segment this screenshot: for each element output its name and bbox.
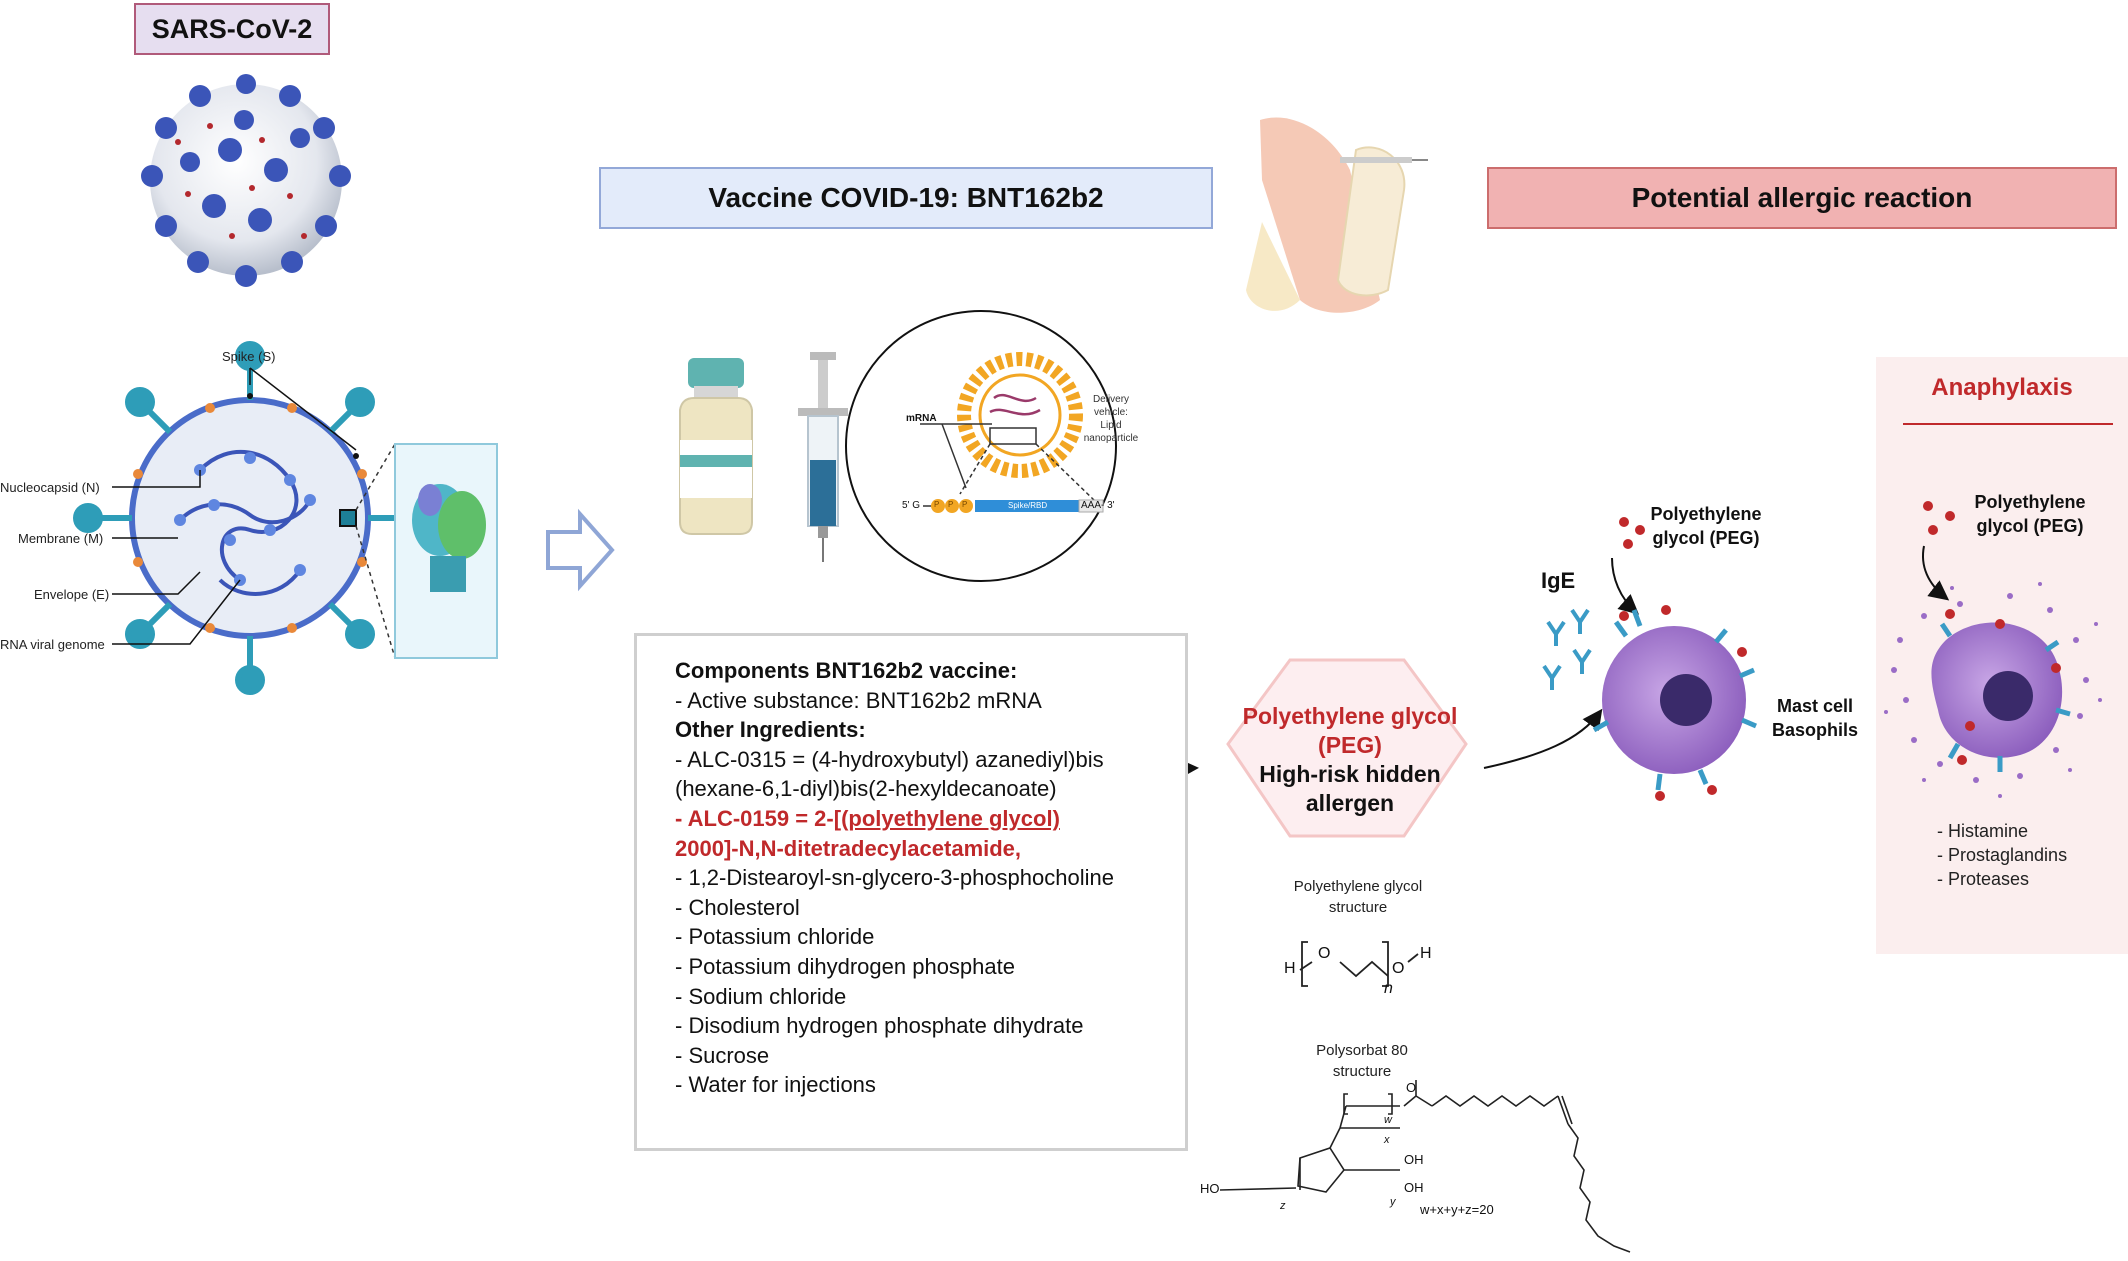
peg-o-2: O <box>1392 960 1405 977</box>
ps80-carbonyl-o: O <box>1406 1080 1417 1095</box>
peg-hexagon <box>1226 658 1468 838</box>
mast-cell-line-2: Basophils <box>1771 720 1859 740</box>
polysorbate-formula: w+x+y+z=20 <box>1420 1202 1494 1217</box>
peg-hex-line-1: Polyethylene glycol <box>1242 703 1458 729</box>
peg-structure-drawing <box>1299 941 1419 987</box>
peg-label-mast: Polyethylene glycol (PEG) <box>1644 502 1768 550</box>
peg-label-anaphylaxis: Polyethylene glycol (PEG) <box>1968 490 2092 538</box>
cap-p2: P <box>948 500 954 509</box>
poly-a-label: AAA- 3' <box>1081 500 1115 511</box>
ingredient-item: - Cholesterol <box>675 894 800 920</box>
peg-hex-line-4: allergen <box>1305 790 1395 816</box>
ps80-w: w <box>1384 1114 1392 1126</box>
delivery-vehicle-label: Delivery vehicle: Lipid nanoparticle <box>1076 393 1146 445</box>
mediator-item: - Prostaglandins <box>1937 845 2068 865</box>
peg-structure-label-line-1: Polyethylene glycol <box>1293 878 1423 895</box>
alc-0159-prefix: - ALC-0159 = 2- <box>675 805 834 831</box>
mast-cell-line-1: Mast cell <box>1776 696 1854 716</box>
polysorbate-80-structure-drawing <box>1219 1080 1631 1253</box>
syringe-icon <box>798 352 848 562</box>
degranulating-cell-icon <box>1884 582 2102 798</box>
mast-cell-icon <box>1592 605 1757 801</box>
ps80-z: z <box>1280 1200 1286 1212</box>
arrow-to-mast-cell <box>1483 708 1603 769</box>
alc-0159-line-1: - ALC-0159 = 2-[(polyethylene glycol) <box>675 804 1185 834</box>
alc-0315-line-1: - ALC-0315 = (4-hydroxybutyl) azanediyl)… <box>675 746 1104 772</box>
virus-3d-icon <box>141 74 351 287</box>
cap-p3: P <box>962 500 968 509</box>
peg-hex-line-2: (PEG) <box>1318 732 1382 758</box>
spike-rbd-label: Spike/RBD <box>1008 501 1048 510</box>
ige-label: IgE <box>1541 568 1576 593</box>
injection-hands-icon <box>1246 117 1428 313</box>
delivery-line-2: vehicle: <box>1094 407 1128 418</box>
five-prime-label: 5' G <box>902 500 921 511</box>
ps80-oh-2: OH <box>1404 1180 1424 1195</box>
mediator-item: - Histamine <box>1937 821 2029 841</box>
ingredient-item: - Potassium chloride <box>675 924 875 950</box>
peg-h-right: H <box>1420 945 1432 962</box>
ps80-oh-1: OH <box>1404 1152 1424 1167</box>
allergic-reaction-title: Potential allergic reaction <box>1487 167 2117 229</box>
envelope-label: Envelope (E) <box>34 587 110 602</box>
ps80-y: y <box>1390 1196 1396 1208</box>
peg-structure-label: Polyethylene glycol structure <box>1276 876 1440 918</box>
virus-leader-lines <box>112 367 357 645</box>
peg-structure-label-line-2: structure <box>1328 899 1388 916</box>
virus-cross-section <box>73 341 498 695</box>
polysorbate-label-line-1: Polysorbat 80 <box>1316 1042 1408 1059</box>
anaphylaxis-title: Anaphylaxis <box>1931 374 2073 401</box>
active-substance: - Active substance: BNT162b2 mRNA <box>675 687 1042 713</box>
sars-cov-2-title: SARS-CoV-2 <box>134 3 330 55</box>
peg-mast-line-1: Polyethylene <box>1650 504 1762 524</box>
delivery-line-3: Lipid <box>1100 420 1122 431</box>
peg-ana-line-2: glycol (PEG) <box>1976 516 2084 536</box>
ingredient-item: - Water for injections <box>675 1072 876 1098</box>
transition-arrow-icon <box>546 508 615 592</box>
alc-0159-peg-underlined: [(polyethylene glycol) <box>833 805 1060 831</box>
delivery-line-4: nanoparticle <box>1083 433 1139 444</box>
other-ingredients-heading: Other Ingredients: <box>675 717 866 743</box>
mediators-list: - Histamine - Prostaglandins - Proteases <box>1937 819 2067 891</box>
vaccine-components-box: Components BNT162b2 vaccine: - Active su… <box>634 633 1188 1151</box>
ingredient-item: - 1,2-Distearoyl-sn-glycero-3-phosphocho… <box>675 865 1114 891</box>
mrna-label: mRNA <box>906 413 937 424</box>
spike-label: Spike (S) <box>222 349 276 364</box>
rna-genome-label: RNA viral genome <box>0 637 105 652</box>
polysorbate-label-line-2: structure <box>1332 1063 1392 1080</box>
nucleocapsid-label: Nucleocapsid (N) <box>0 480 100 495</box>
peg-hex-line-3: High-risk hidden <box>1259 761 1441 787</box>
alc-0315-line-2: (hexane-6,1-diyl)bis(2-hexyldecanoate) <box>675 776 1057 802</box>
ingredient-item: - Disodium hydrogen phosphate dihydrate <box>675 1013 1084 1039</box>
polysorbate-structure-label: Polysorbat 80 structure <box>1282 1040 1442 1082</box>
peg-allergen-label: Polyethylene glycol (PEG) High-risk hidd… <box>1230 702 1470 818</box>
peg-ana-line-1: Polyethylene <box>1974 492 2086 512</box>
peg-o-1: O <box>1318 945 1331 962</box>
spike-protein-icon <box>412 484 486 592</box>
peg-h-left: H <box>1284 960 1296 977</box>
mast-cell-label: Mast cell Basophils <box>1760 694 1870 742</box>
membrane-label: Membrane (M) <box>18 531 104 546</box>
cap-p1: P <box>934 500 940 509</box>
anaphylaxis-divider <box>1903 423 2113 425</box>
alc-0159-line-2: 2000]-N,N-ditetradecylacetamide, <box>675 835 1022 861</box>
vaccine-vial-icon <box>679 358 753 535</box>
peg-mast-line-2: glycol (PEG) <box>1652 528 1760 548</box>
ps80-ho: HO <box>1200 1181 1220 1196</box>
peg-n-subscript: n <box>1384 980 1393 997</box>
components-heading: Components BNT162b2 vaccine: <box>675 658 1018 683</box>
ige-antibody-icons <box>1542 608 1592 690</box>
ingredient-item: - Sucrose <box>675 1042 770 1068</box>
mediator-item: - Proteases <box>1937 869 2030 889</box>
lipid-nanoparticle-icon <box>845 310 1117 582</box>
ps80-x: x <box>1384 1134 1390 1146</box>
delivery-line-1: Delivery <box>1092 394 1130 405</box>
ingredient-item: - Potassium dihydrogen phosphate <box>675 953 1015 979</box>
ingredient-item: - Sodium chloride <box>675 983 847 1009</box>
vaccine-title: Vaccine COVID-19: BNT162b2 <box>599 167 1213 229</box>
